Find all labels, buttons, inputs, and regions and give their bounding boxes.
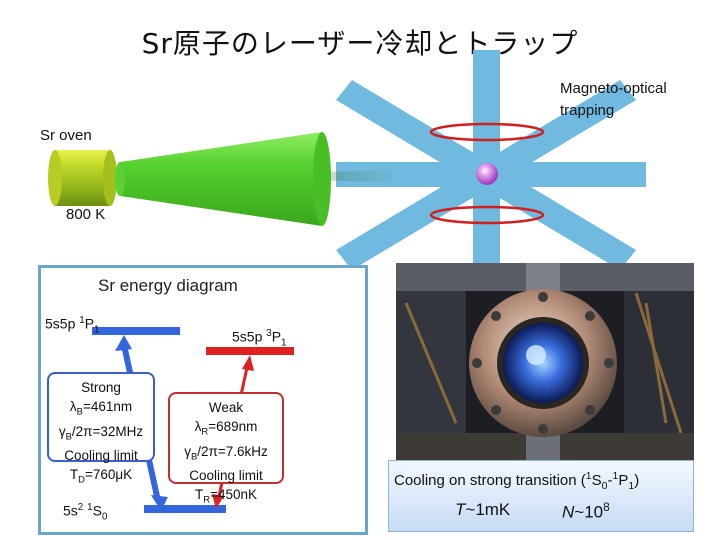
zeeman-slower-cone — [115, 132, 331, 226]
state-5s5p-3p1: 5s5p 3P1 — [232, 328, 287, 348]
mot-label: Magneto-optical trapping — [560, 78, 700, 122]
oven-label: Sr oven — [40, 127, 92, 144]
oven-temperature: 800 K — [66, 206, 105, 223]
strong-lambda: λB=461nm — [53, 397, 149, 422]
vacuum-chamber-photo — [396, 263, 694, 461]
weak-transition-callout: Weak λR=689nm γB/2π=7.6kHz Cooling limit… — [168, 392, 284, 484]
weak-head: Weak — [174, 398, 278, 417]
weak-cooling: Cooling limit — [174, 466, 278, 485]
atom-number: N~108 — [562, 500, 610, 523]
state-5s2-1s0: 5s2 1S0 — [63, 502, 107, 522]
trapped-atoms — [476, 163, 498, 185]
cooling-temperature: T~1mK — [455, 500, 510, 520]
strong-head: Strong — [53, 378, 149, 397]
strong-limit: TD=760μK — [53, 465, 149, 490]
weak-lambda: λR=689nm — [174, 417, 278, 442]
weak-gamma: γB/2π=7.6kHz — [174, 442, 278, 467]
strong-cooling: Cooling limit — [53, 446, 149, 465]
mot-label-line-2: trapping — [560, 100, 700, 122]
strong-transition-callout: Strong λB=461nm γB/2π=32MHz Cooling limi… — [47, 372, 155, 462]
state-5s5p-1p1: 5s5p 1P1 — [45, 315, 100, 335]
cooling-summary-text: Cooling on strong transition (1S0-1P1) — [394, 470, 639, 492]
mot-label-line-1: Magneto-optical — [560, 78, 700, 100]
strong-gamma: γB/2π=32MHz — [53, 422, 149, 447]
weak-limit: TR=450nK — [174, 485, 278, 510]
level-5s5p-1p1 — [92, 327, 180, 335]
apparatus-illustration — [0, 0, 720, 265]
sr-oven — [48, 150, 117, 206]
